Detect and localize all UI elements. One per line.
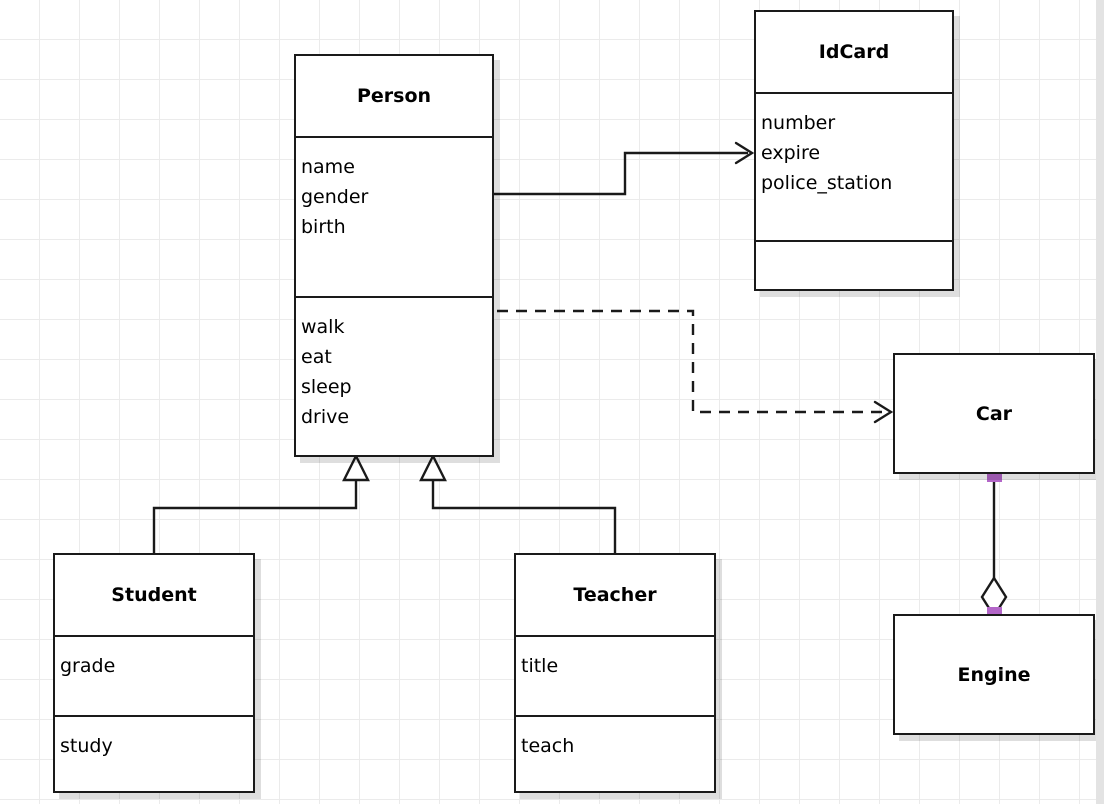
method-item: eat <box>301 346 332 368</box>
attribute-item: grade <box>60 655 116 677</box>
hollow-triangle-icon <box>342 453 370 482</box>
attribute-item: birth <box>301 216 346 238</box>
method-item: teach <box>521 735 575 757</box>
attribute-item: number <box>761 112 836 134</box>
generalization-line <box>152 476 358 553</box>
open-arrowhead-icon <box>734 141 755 165</box>
method-item: drive <box>301 406 350 428</box>
methods-compartment-idcard[interactable] <box>756 240 952 291</box>
attribute-item: name <box>301 156 355 178</box>
method-item: sleep <box>301 376 352 398</box>
attributes-compartment-idcard[interactable]: number expire police_station <box>756 92 952 240</box>
method-item: study <box>60 735 113 757</box>
attributes-compartment-person[interactable]: name gender birth <box>296 136 492 296</box>
class-box-person[interactable]: Person name gender birth walk eat sleep … <box>294 54 494 457</box>
attribute-item: police_station <box>761 172 893 194</box>
class-name-car: Car <box>975 402 1013 425</box>
relationship-person-idcard[interactable] <box>494 141 755 196</box>
class-box-engine[interactable]: Engine <box>893 614 1095 735</box>
class-name-person: Person <box>356 85 432 107</box>
hollow-triangle-icon <box>419 453 447 482</box>
attribute-item: expire <box>761 142 821 164</box>
class-name-engine: Engine <box>957 663 1031 686</box>
attribute-item: gender <box>301 186 369 208</box>
class-box-student[interactable]: Student grade study <box>53 553 255 793</box>
relationship-teacher-person[interactable] <box>419 453 617 553</box>
method-item: walk <box>301 316 345 338</box>
attribute-item: title <box>521 655 559 677</box>
class-name-idcard: IdCard <box>818 41 890 63</box>
relationship-person-car[interactable] <box>497 309 894 424</box>
relationship-car-engine[interactable] <box>980 467 1008 622</box>
attributes-compartment-teacher[interactable]: title <box>516 635 714 715</box>
methods-compartment-student[interactable]: study <box>55 715 253 795</box>
dependency-line <box>497 309 887 414</box>
class-box-idcard[interactable]: IdCard number expire police_station <box>754 10 954 291</box>
canvas-right-gutter <box>1096 0 1104 804</box>
methods-compartment-teacher[interactable]: teach <box>516 715 714 795</box>
class-box-car[interactable]: Car <box>893 353 1095 474</box>
open-arrowhead-icon <box>873 400 894 424</box>
class-name-student: Student <box>111 584 197 606</box>
class-name-teacher: Teacher <box>573 584 657 606</box>
relationship-student-person[interactable] <box>152 453 370 553</box>
generalization-line <box>431 476 617 553</box>
association-line <box>494 151 748 196</box>
attributes-compartment-student[interactable]: grade <box>55 635 253 715</box>
class-box-teacher[interactable]: Teacher title teach <box>514 553 716 793</box>
methods-compartment-person[interactable]: walk eat sleep drive <box>296 296 492 457</box>
